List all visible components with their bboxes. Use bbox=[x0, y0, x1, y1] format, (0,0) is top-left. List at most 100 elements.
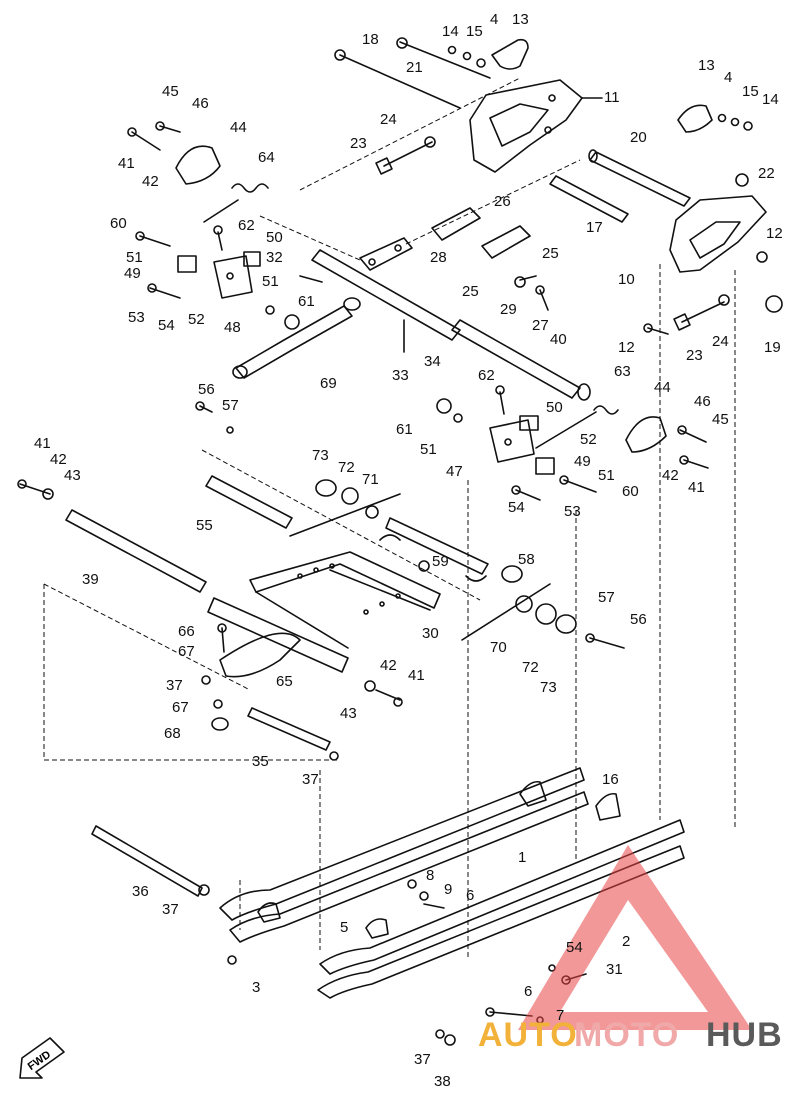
callout-48: 48 bbox=[224, 319, 241, 336]
bolt-23-right bbox=[681, 301, 725, 323]
arm-58 bbox=[385, 517, 489, 575]
callout-54: 54 bbox=[508, 499, 525, 516]
callout-46: 46 bbox=[694, 393, 711, 410]
callout-56: 56 bbox=[198, 381, 215, 398]
nut-61-right bbox=[436, 398, 452, 414]
callout-72: 72 bbox=[522, 659, 539, 676]
axle-71 bbox=[289, 493, 401, 537]
callout-42: 42 bbox=[142, 173, 159, 190]
callout-51: 51 bbox=[262, 273, 279, 290]
callout-68: 68 bbox=[164, 725, 181, 742]
callout-70: 70 bbox=[490, 639, 507, 656]
callout-51: 51 bbox=[420, 441, 437, 458]
callout-1: 1 bbox=[518, 849, 526, 866]
rail-right bbox=[319, 819, 685, 975]
callout-45: 45 bbox=[162, 83, 179, 100]
shock-69 bbox=[235, 305, 353, 379]
callout-46: 46 bbox=[192, 95, 209, 112]
callout-56: 56 bbox=[630, 611, 647, 628]
callout-63: 63 bbox=[614, 363, 631, 380]
callout-32: 32 bbox=[266, 249, 283, 266]
rail-left bbox=[219, 767, 585, 921]
callout-50: 50 bbox=[546, 399, 563, 416]
callout-23: 23 bbox=[686, 347, 703, 364]
callout-27: 27 bbox=[532, 317, 549, 334]
bracket-44-right bbox=[625, 416, 667, 453]
callout-41: 41 bbox=[688, 479, 705, 496]
bracket-44-left bbox=[175, 145, 221, 185]
callout-45: 45 bbox=[712, 411, 729, 428]
plate-10 bbox=[669, 195, 767, 273]
callout-17: 17 bbox=[586, 219, 603, 236]
callout-54: 54 bbox=[158, 317, 175, 334]
callout-36: 36 bbox=[132, 883, 149, 900]
callout-73: 73 bbox=[312, 447, 329, 464]
callout-2: 2 bbox=[622, 933, 630, 950]
shaft-55 bbox=[205, 475, 293, 529]
callout-60: 60 bbox=[622, 483, 639, 500]
callout-72: 72 bbox=[338, 459, 355, 476]
callout-31: 31 bbox=[606, 961, 623, 978]
callout-67: 67 bbox=[178, 643, 195, 660]
callout-8: 8 bbox=[426, 867, 434, 884]
callout-6: 6 bbox=[524, 983, 532, 1000]
shaft-35 bbox=[247, 707, 331, 751]
callout-67: 67 bbox=[172, 699, 189, 716]
callout-35: 35 bbox=[252, 753, 269, 770]
callout-24: 24 bbox=[380, 111, 397, 128]
callout-40: 40 bbox=[550, 331, 567, 348]
callout-44: 44 bbox=[230, 119, 247, 136]
callout-14: 14 bbox=[442, 23, 459, 40]
callout-34: 34 bbox=[424, 353, 441, 370]
block-49-right bbox=[535, 457, 555, 475]
frame-30-top bbox=[249, 551, 441, 609]
callout-37: 37 bbox=[302, 771, 319, 788]
callout-64: 64 bbox=[258, 149, 275, 166]
callout-51: 51 bbox=[126, 249, 143, 266]
callout-71: 71 bbox=[362, 471, 379, 488]
callout-5: 5 bbox=[340, 919, 348, 936]
callout-50: 50 bbox=[266, 229, 283, 246]
callout-30: 30 bbox=[422, 625, 439, 642]
watermark-moto: MOTO bbox=[574, 1016, 679, 1054]
callout-52: 52 bbox=[580, 431, 597, 448]
callout-51: 51 bbox=[598, 467, 615, 484]
callout-6: 6 bbox=[466, 887, 474, 904]
callout-43: 43 bbox=[340, 705, 357, 722]
bracket-13-top bbox=[491, 38, 529, 70]
callout-38: 38 bbox=[434, 1073, 451, 1090]
callout-9: 9 bbox=[444, 881, 452, 898]
callout-42: 42 bbox=[50, 451, 67, 468]
bolt-23-top bbox=[383, 141, 433, 167]
callout-53: 53 bbox=[128, 309, 145, 326]
callout-43: 43 bbox=[64, 467, 81, 484]
callout-18: 18 bbox=[362, 31, 379, 48]
callout-20: 20 bbox=[630, 129, 647, 146]
callout-61: 61 bbox=[396, 421, 413, 438]
callout-42: 42 bbox=[380, 657, 397, 674]
callout-47: 47 bbox=[446, 463, 463, 480]
reference-lines bbox=[43, 77, 736, 960]
callout-28: 28 bbox=[430, 249, 447, 266]
callout-57: 57 bbox=[222, 397, 239, 414]
watermark: AUTO MOTO HUB bbox=[478, 845, 782, 1054]
bolt-21 bbox=[399, 41, 491, 79]
arm-65 bbox=[219, 632, 301, 678]
callout-59: 59 bbox=[432, 553, 449, 570]
callout-7: 7 bbox=[556, 1007, 564, 1024]
callout-25: 25 bbox=[462, 283, 479, 300]
spring-63 bbox=[593, 405, 619, 415]
shaft-39 bbox=[65, 509, 207, 593]
plate-11 bbox=[469, 79, 583, 173]
shaft-34 bbox=[311, 249, 461, 341]
callout-14: 14 bbox=[762, 91, 779, 108]
callout-62: 62 bbox=[478, 367, 495, 384]
bracket-13-right bbox=[677, 104, 713, 133]
callout-73: 73 bbox=[540, 679, 557, 696]
callout-41: 41 bbox=[118, 155, 135, 172]
callout-24: 24 bbox=[712, 333, 729, 350]
callout-11: 11 bbox=[604, 89, 620, 106]
callout-41: 41 bbox=[34, 435, 51, 452]
